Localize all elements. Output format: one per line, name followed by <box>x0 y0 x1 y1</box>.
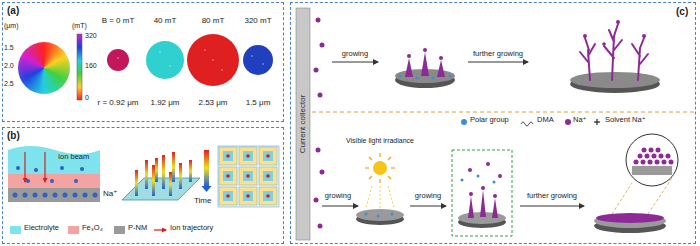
annotation-label: 320 mT <box>244 16 271 25</box>
legend-swatch <box>461 119 467 125</box>
legend-text: Solvent Na⁺ <box>605 116 646 125</box>
ion-layer-illustration <box>8 146 279 230</box>
annotation-label: Na⁺ <box>103 189 117 198</box>
collector-label: Current collector <box>298 95 307 154</box>
panel-letter: (a) <box>7 5 19 17</box>
annotation-label: further growing <box>473 50 523 59</box>
annotation-label: 2.0 <box>4 62 14 70</box>
annotation-label: 160 <box>85 62 97 70</box>
legend-swatch <box>114 226 125 234</box>
annotation-label: further growing <box>527 192 577 201</box>
annotation-label: 1.5 μm <box>246 98 271 107</box>
legend-text: Electrolyte <box>24 224 59 233</box>
legend-text: Polar group <box>470 116 509 125</box>
panel-letter: (c) <box>676 6 688 18</box>
sodium-growth-illustration <box>296 8 694 240</box>
legend-text: Na⁺ <box>573 116 587 125</box>
annotation-label: 0 <box>85 94 89 102</box>
annotation-label: 2.5 <box>4 80 14 88</box>
annotation-label: 320 <box>85 32 97 40</box>
annotation-label: 80 mT <box>202 16 225 25</box>
legend-text: Ion trajectory <box>170 224 213 233</box>
annotation-label: 1.92 μm <box>150 98 179 107</box>
annotation-label: Visible light irradiance <box>346 137 414 145</box>
annotation-label: growing <box>342 50 368 59</box>
panel-letter: (b) <box>7 130 20 142</box>
legend-swatch <box>68 226 79 234</box>
annotation-label: growing <box>415 192 441 201</box>
legend-text: DMA <box>537 116 554 125</box>
annotation-label: B = 0 mT <box>102 16 135 25</box>
annotation-label: r = 0.92 μm <box>98 98 139 107</box>
legend-swatch <box>10 226 21 234</box>
magnetic-field-plots <box>77 34 273 100</box>
field-map-circle <box>18 42 70 94</box>
annotation-label: 1.5 <box>4 44 14 52</box>
annotation-label: growing <box>325 192 351 201</box>
annotation-label: 40 mT <box>154 16 177 25</box>
legend-swatch <box>565 119 571 125</box>
legend-text: P-NM <box>128 224 147 233</box>
legend-text: Fe₃O₄ <box>82 224 103 233</box>
annotation-label: (μm) <box>4 22 19 30</box>
panel-frame: (a) <box>2 2 284 122</box>
annotation-label: (mT) <box>72 22 87 30</box>
annotation-label: Time <box>194 196 211 205</box>
annotation-label: 2.53 μm <box>198 98 227 107</box>
annotation-label: Ion beam <box>58 153 89 162</box>
